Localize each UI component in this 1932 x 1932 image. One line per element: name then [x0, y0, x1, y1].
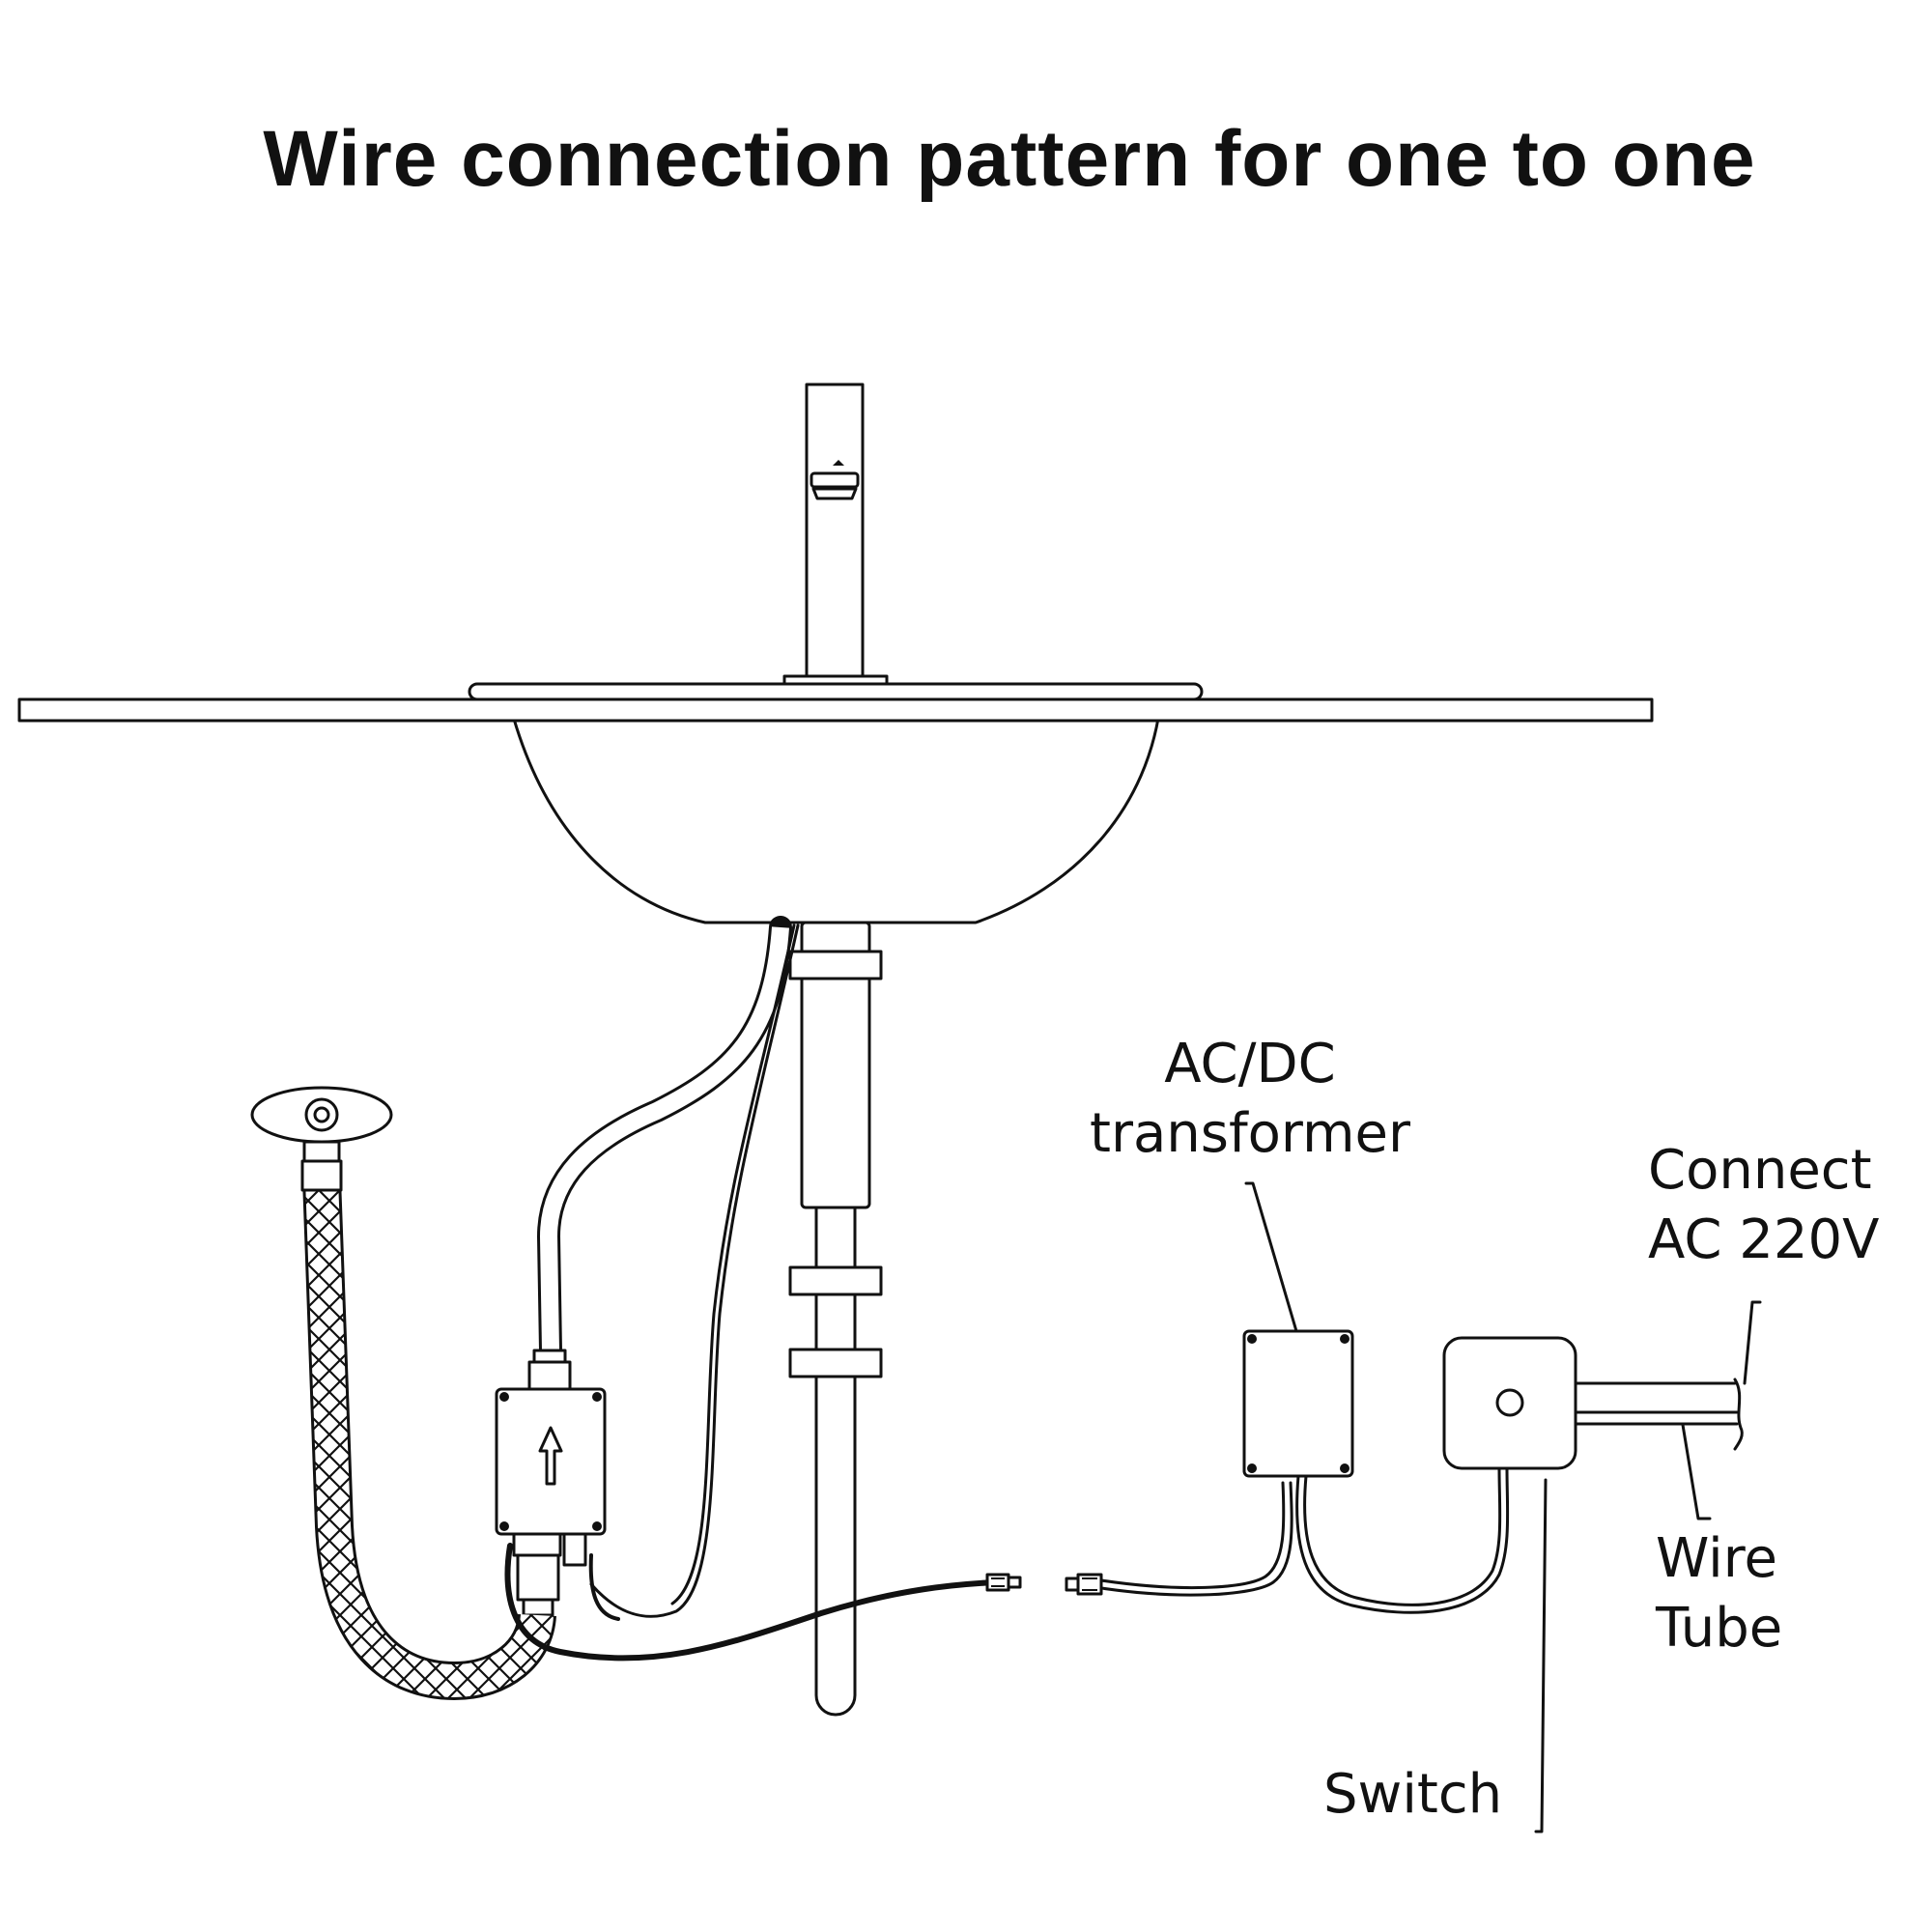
angle-stop-valve: [250, 1086, 393, 1192]
wire-tube: [1574, 1378, 1744, 1451]
valve-inlet-fitting: [527, 1349, 572, 1391]
solenoid-valve-box: [495, 1387, 607, 1536]
label-power: Connect AC 220V: [1648, 1136, 1879, 1275]
diagram-title: Wire connection pattern for one to one: [263, 115, 1756, 203]
leader-switch: [1534, 1478, 1548, 1833]
label-transformer-line1: AC/DC: [1164, 1033, 1336, 1095]
basin-rim: [468, 682, 1204, 701]
valve-outlet-fittings: [512, 1532, 587, 1617]
label-switch: Switch: [1323, 1763, 1503, 1826]
flow-arrow-icon: [538, 1426, 563, 1486]
faucet-water-hose: [537, 916, 792, 1362]
sensor-cable: [589, 923, 800, 1618]
pipe-clamp-top: [788, 950, 883, 980]
label-power-line1: Connect: [1648, 1139, 1872, 1202]
label-power-line2: AC 220V: [1648, 1208, 1880, 1271]
label-wire-tube-line2: Tube: [1656, 1597, 1783, 1660]
label-transformer: AC/DC transformer: [1057, 1030, 1443, 1169]
label-transformer-line2: transformer: [1089, 1102, 1410, 1165]
leader-wire-tube: [1681, 1423, 1712, 1520]
label-wire-tube: Wire Tube: [1656, 1524, 1782, 1663]
transformer-ac-cable: [1295, 1466, 1510, 1614]
faucet-sensor-icon: [833, 460, 844, 466]
plug-connector-female: [1065, 1573, 1103, 1596]
valve-power-wire: [504, 1543, 998, 1662]
label-wire-tube-line1: Wire: [1656, 1527, 1777, 1590]
leader-transformer: [1244, 1181, 1298, 1333]
transformer-dc-cable: [1099, 1481, 1286, 1590]
braided-supply-hose: [302, 1178, 556, 1701]
switch-box: [1442, 1336, 1577, 1470]
ac-dc-transformer: [1242, 1329, 1354, 1478]
basin-bowl: [506, 696, 1163, 924]
drain-pipe: [788, 921, 883, 1717]
pipe-clamp-bottom: [788, 1348, 883, 1378]
faucet-spout: [811, 487, 858, 500]
countertop: [17, 697, 1654, 723]
faucet-body: [805, 383, 865, 684]
plug-connector-male: [985, 1573, 1022, 1592]
pipe-clamp-middle: [788, 1265, 883, 1296]
faucet-sensor-window: [810, 471, 860, 489]
leader-power: [1743, 1300, 1762, 1385]
faucet: [782, 383, 889, 688]
